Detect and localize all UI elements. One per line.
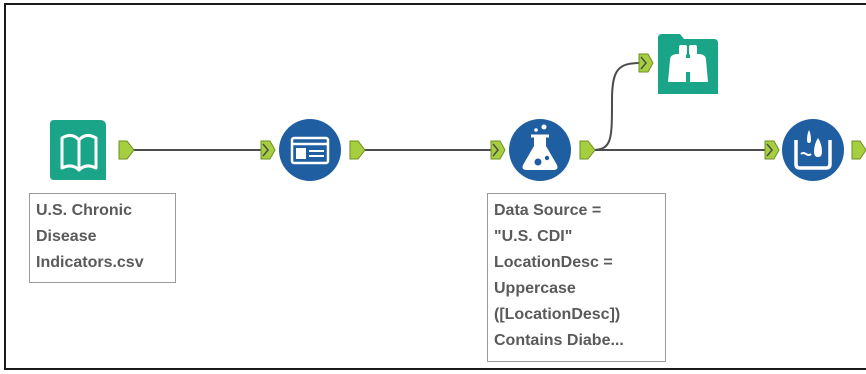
- connection-formula-to-browse[interactable]: [591, 62, 641, 151]
- input-data-tool[interactable]: [48, 118, 112, 182]
- select-input-anchor[interactable]: [260, 140, 276, 160]
- annotation-line: Uppercase: [494, 280, 576, 297]
- browse-tool[interactable]: [656, 32, 720, 96]
- browse-input-anchor[interactable]: [638, 53, 654, 73]
- annotation-line: Contains Diabe...: [494, 332, 624, 349]
- annotation-line: U.S. Chronic: [36, 202, 133, 219]
- select-output-anchor[interactable]: [349, 140, 366, 160]
- annotation-line: ([LocationDesc]): [494, 306, 621, 323]
- select-tool[interactable]: [278, 118, 342, 182]
- select-icon: [279, 119, 341, 181]
- annotation-line: Disease: [36, 228, 97, 245]
- flask-icon: [509, 119, 571, 181]
- annotation-line: Indicators.csv: [36, 254, 144, 271]
- formula-input-anchor[interactable]: [490, 140, 506, 160]
- cleanse-output-anchor[interactable]: [851, 140, 866, 160]
- annotation-line: Data Source =: [494, 202, 602, 219]
- input-output-anchor[interactable]: [118, 140, 135, 160]
- formula-tool-annotation: Data Source = "U.S. CDI" LocationDesc = …: [487, 193, 666, 362]
- input-tool-annotation: U.S. Chronic Disease Indicators.csv: [29, 193, 176, 283]
- annotation-line: "U.S. CDI": [494, 228, 573, 245]
- formula-output-anchor[interactable]: [579, 140, 596, 160]
- book-icon: [50, 120, 106, 180]
- annotation-line: LocationDesc =: [494, 254, 613, 271]
- formula-tool[interactable]: [508, 118, 572, 182]
- binoculars-icon: [658, 34, 718, 94]
- canvas-frame: [4, 3, 866, 370]
- cleanse-input-anchor[interactable]: [764, 140, 780, 160]
- data-cleansing-tool[interactable]: [781, 118, 845, 182]
- cleanse-icon: [782, 119, 844, 181]
